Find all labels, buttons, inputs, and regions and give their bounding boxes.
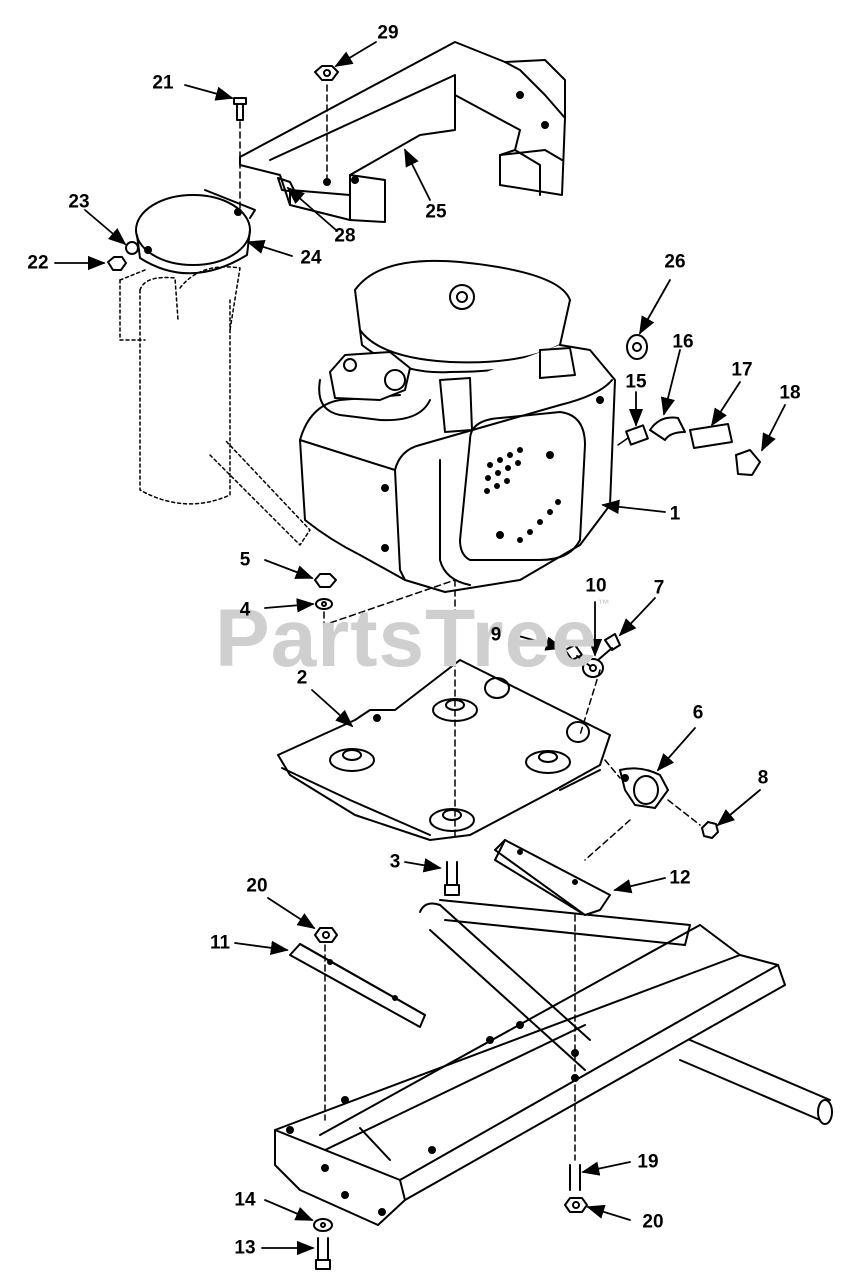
callout-3: 3 [389,851,401,873]
callout-23: 23 [68,191,90,213]
callout-6: 6 [692,702,704,724]
muffler-dashed [119,266,311,546]
screw-7 [597,633,621,661]
callout-2: 2 [296,667,308,689]
washer-23 [125,241,139,255]
assembly-lines [239,84,701,1161]
nut-8 [701,821,719,839]
callout-13: 13 [234,1237,256,1259]
flywheel-screen [484,447,561,543]
bracket-11 [289,943,426,1028]
engine-mount-plate [277,659,611,841]
engine [299,259,616,593]
callout-15: 15 [625,371,647,393]
washer-4 [315,598,333,610]
stud-19 [569,1164,581,1191]
callout-10: 10 [585,575,607,597]
callout-17: 17 [731,359,753,381]
callout-21: 21 [152,72,174,94]
callout-22: 22 [27,252,49,274]
nut-22 [107,256,127,271]
callout-29: 29 [377,22,399,44]
nut-20-top [314,927,338,943]
nut-5 [314,573,337,588]
bolt-13 [315,1237,331,1270]
callout-11: 11 [209,932,231,954]
callout-24: 24 [300,247,322,269]
callout-16: 16 [672,331,694,353]
bolt-21 [233,97,247,121]
callout-12: 12 [669,867,691,889]
callout-14: 14 [234,1189,256,1211]
bracket-12 [494,839,611,916]
muffler-cover [135,189,256,275]
callout-28: 28 [334,225,356,247]
nut-29 [314,65,339,81]
callout-20-top: 20 [246,875,268,897]
frame-rails [274,899,833,1226]
callout-18: 18 [779,382,801,404]
washer-10 [582,658,604,678]
bolt-3 [444,861,460,896]
callout-9: 9 [490,624,502,646]
oil-drain-parts [617,334,761,476]
nut-20-bottom [564,1197,588,1213]
partstree-watermark: PartsTree™ [215,593,611,684]
callout-19: 19 [637,1151,659,1173]
callout-25: 25 [425,201,447,223]
callout-1: 1 [669,503,681,525]
callout-7: 7 [653,577,665,599]
callout-20-bottom: 20 [642,1211,664,1233]
leader-arrows [54,41,786,1256]
bolt-9 [564,644,591,667]
callout-5: 5 [239,549,251,571]
callout-8: 8 [757,767,769,789]
bracket-6 [619,767,669,809]
callout-4: 4 [239,599,251,621]
washer-14 [313,1218,333,1232]
callout-26: 26 [664,251,686,273]
heat-shield-bracket [239,41,566,223]
